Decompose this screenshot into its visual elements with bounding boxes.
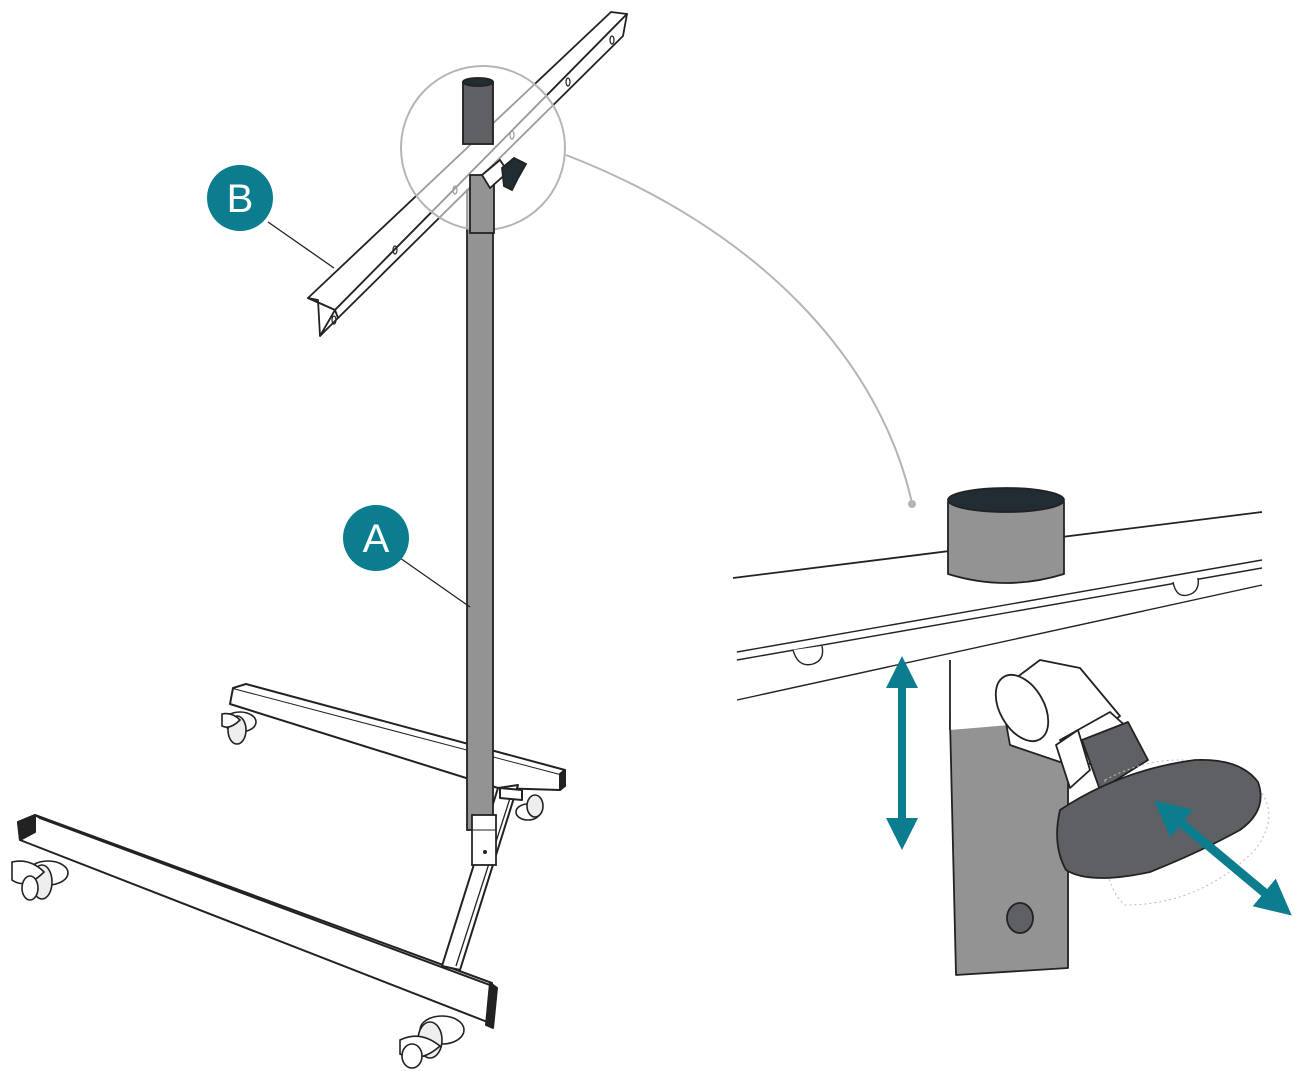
callout-b: B	[207, 165, 335, 269]
detail-view	[732, 487, 1270, 976]
pole-sleeve	[471, 814, 497, 866]
caster-front-left	[11, 860, 69, 901]
caster-front-right	[399, 1015, 465, 1069]
zoom-leader-line	[565, 154, 913, 504]
wing-knob-icon	[501, 156, 528, 192]
casters	[11, 711, 544, 1069]
detail-pole-hole	[1006, 902, 1034, 934]
knob-stem	[1081, 721, 1149, 791]
double-arrow-diagonal-icon	[1154, 800, 1292, 916]
callout-a: A	[343, 505, 471, 608]
caster-rear	[221, 711, 257, 745]
base-rear-leg	[229, 687, 561, 791]
callout-a-label: A	[363, 517, 390, 561]
detail-top-cap	[947, 501, 1065, 584]
callout-b-label: B	[227, 177, 254, 221]
caster-rear-right	[515, 794, 544, 821]
base-front-leg	[17, 814, 493, 1024]
